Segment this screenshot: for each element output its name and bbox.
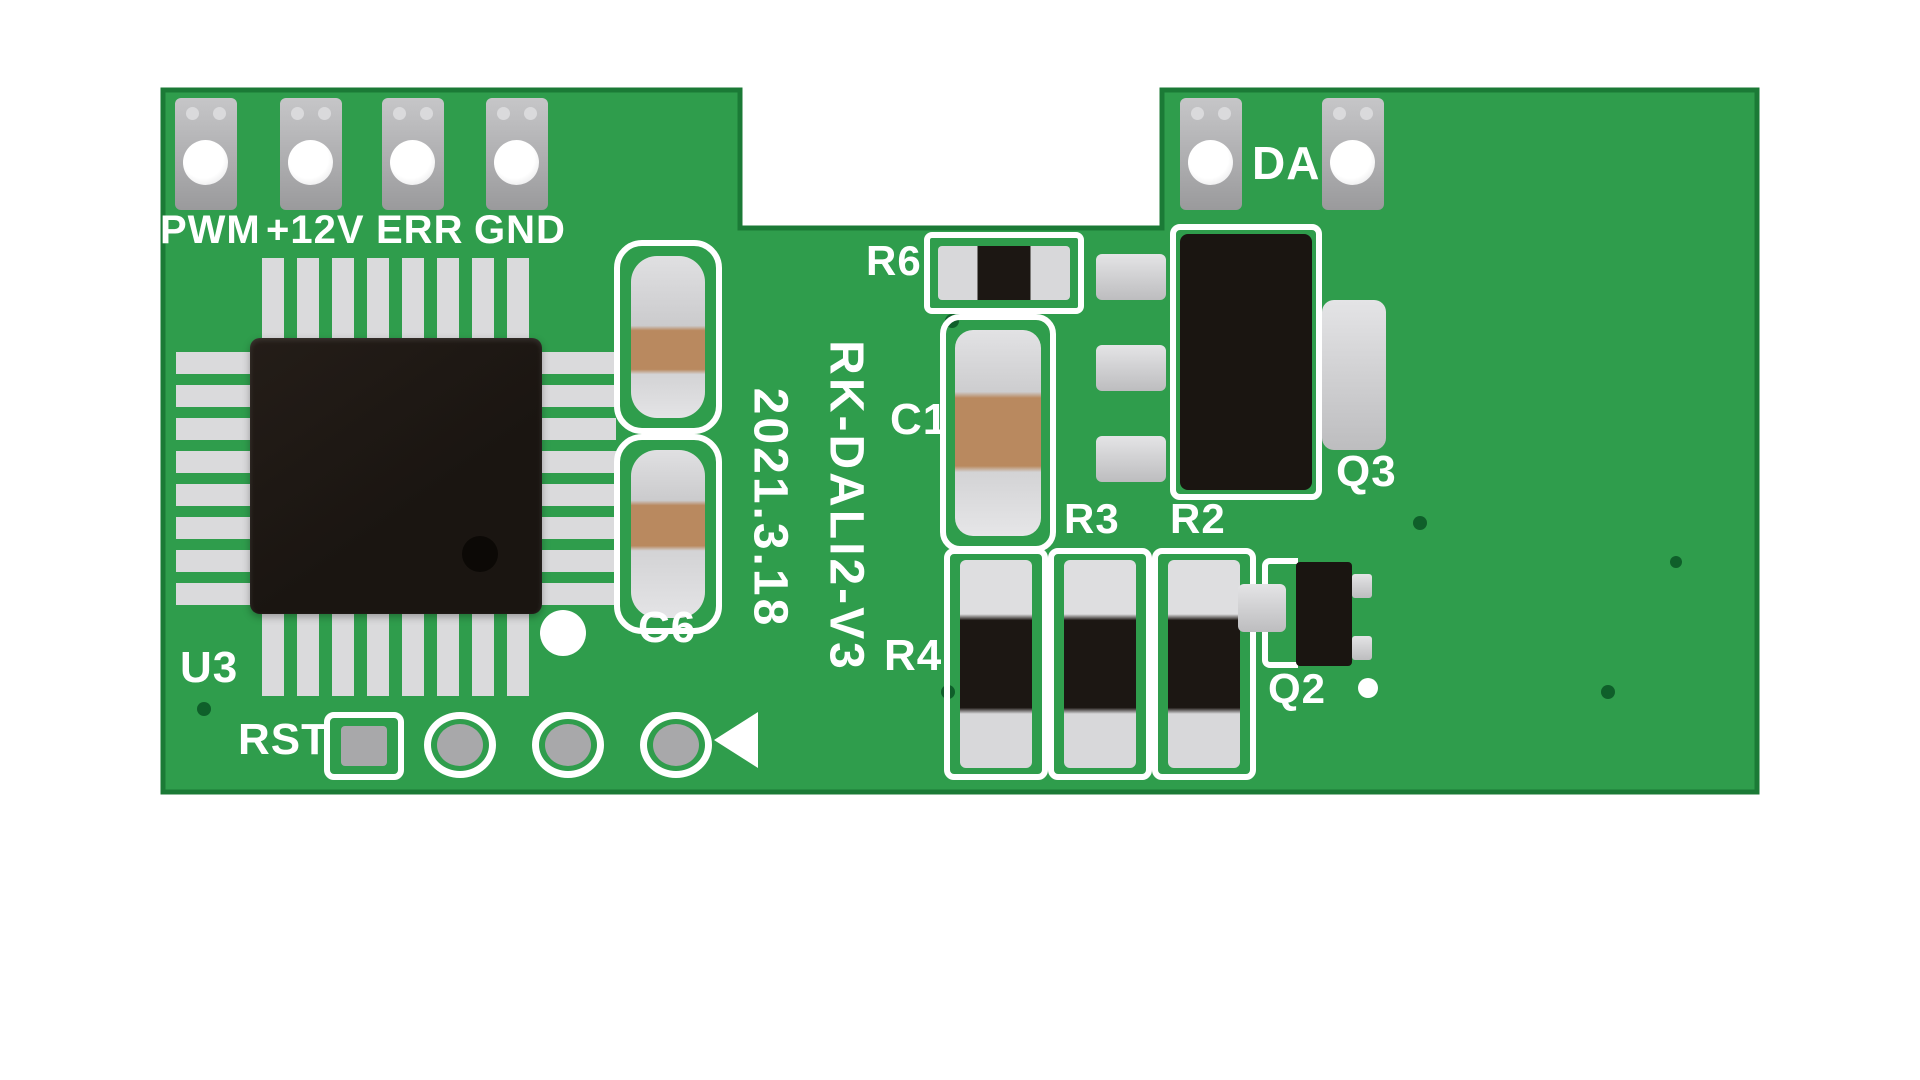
terminal-hole-icon <box>1330 140 1375 185</box>
ic-leads-bottom <box>262 612 529 696</box>
label-da: DA <box>1252 137 1321 189</box>
terminal-hole-icon <box>390 140 435 185</box>
q2-lead-pad <box>1352 636 1372 660</box>
ic-leads-left <box>176 352 252 605</box>
pin1-dimple-icon <box>462 536 498 572</box>
terminal-pad-12v <box>280 98 342 210</box>
silkscreen-model-text: RK-DALI2-V3 <box>819 340 873 672</box>
transistor-q2 <box>1296 562 1352 666</box>
mount-hole-icon <box>318 107 331 120</box>
terminal-hole-icon <box>1188 140 1233 185</box>
label-r3: R3 <box>1064 495 1120 542</box>
label-q3: Q3 <box>1336 447 1397 496</box>
silkscreen-outline-q3 <box>1170 224 1322 500</box>
mount-hole-icon <box>1218 107 1231 120</box>
test-pad-surface <box>653 724 699 766</box>
via-hole <box>197 702 211 716</box>
rst-pad-square <box>324 712 404 780</box>
test-pad-surface <box>437 724 483 766</box>
rst-pad-surface <box>341 726 387 766</box>
test-pad-surface <box>545 724 591 766</box>
silkscreen-arrow-icon <box>714 712 758 768</box>
mount-hole-icon <box>1191 107 1204 120</box>
solder-pad <box>1096 254 1166 300</box>
transistor-q3 <box>1180 234 1312 490</box>
silkscreen-date-text: 2021.3.18 <box>743 387 797 629</box>
terminal-pad-da-1 <box>1180 98 1242 210</box>
ic-leads-right <box>540 352 616 605</box>
label-rst: RST <box>238 715 329 764</box>
label-err: ERR <box>376 208 464 252</box>
via-hole <box>1670 556 1682 568</box>
solder-pad <box>1096 345 1166 391</box>
q2-pad <box>1238 584 1286 632</box>
solder-pad <box>1096 436 1166 482</box>
label-r4: R4 <box>884 631 943 680</box>
silkscreen-outline-r4 <box>944 548 1048 780</box>
terminal-hole-icon <box>494 140 539 185</box>
label-r6: R6 <box>866 237 922 284</box>
terminal-pad-err <box>382 98 444 210</box>
ic-leads-top <box>262 258 529 342</box>
terminal-pad-gnd <box>486 98 548 210</box>
capacitor-c6-b <box>631 450 705 618</box>
resistor-r2 <box>1168 560 1240 768</box>
silkscreen-dot-icon <box>1358 678 1378 698</box>
silkscreen-outline-c6a <box>614 240 722 434</box>
label-pwm: PWM <box>160 208 261 252</box>
via-hole <box>1413 516 1427 530</box>
q3-tab-pad <box>1322 300 1386 450</box>
silkscreen-outline-c6b <box>614 434 722 634</box>
via-hole <box>1601 685 1615 699</box>
mount-hole-icon <box>524 107 537 120</box>
label-c6: C6 <box>638 603 697 652</box>
mount-hole-icon <box>1360 107 1373 120</box>
label-c1: C1 <box>890 395 949 444</box>
silkscreen-dot-icon <box>540 610 586 656</box>
mount-hole-icon <box>497 107 510 120</box>
mount-hole-icon <box>291 107 304 120</box>
mount-hole-icon <box>186 107 199 120</box>
q2-lead-pad <box>1352 574 1372 598</box>
label-q2: Q2 <box>1268 665 1327 712</box>
capacitor-c6-a <box>631 256 705 418</box>
resistor-r3 <box>1064 560 1136 768</box>
terminal-pad-da-2 <box>1322 98 1384 210</box>
silkscreen-outline-r2 <box>1152 548 1256 780</box>
label-r2: R2 <box>1170 495 1226 542</box>
ic-chip-u3 <box>250 338 542 614</box>
mount-hole-icon <box>1333 107 1346 120</box>
silkscreen-outline-r3 <box>1048 548 1152 780</box>
label-u3: U3 <box>180 643 239 692</box>
capacitor-c1 <box>955 330 1041 536</box>
mount-hole-icon <box>420 107 433 120</box>
label-12v: +12V <box>266 208 365 252</box>
mount-hole-icon <box>393 107 406 120</box>
test-pad-round <box>532 712 604 778</box>
test-pad-round <box>424 712 496 778</box>
terminal-hole-icon <box>183 140 228 185</box>
label-gnd: GND <box>474 208 566 252</box>
terminal-hole-icon <box>288 140 333 185</box>
terminal-pad-pwm <box>175 98 237 210</box>
resistor-r4 <box>960 560 1032 768</box>
test-pad-round <box>640 712 712 778</box>
silkscreen-outline-r6 <box>924 232 1084 314</box>
resistor-r6 <box>938 246 1070 300</box>
mount-hole-icon <box>213 107 226 120</box>
